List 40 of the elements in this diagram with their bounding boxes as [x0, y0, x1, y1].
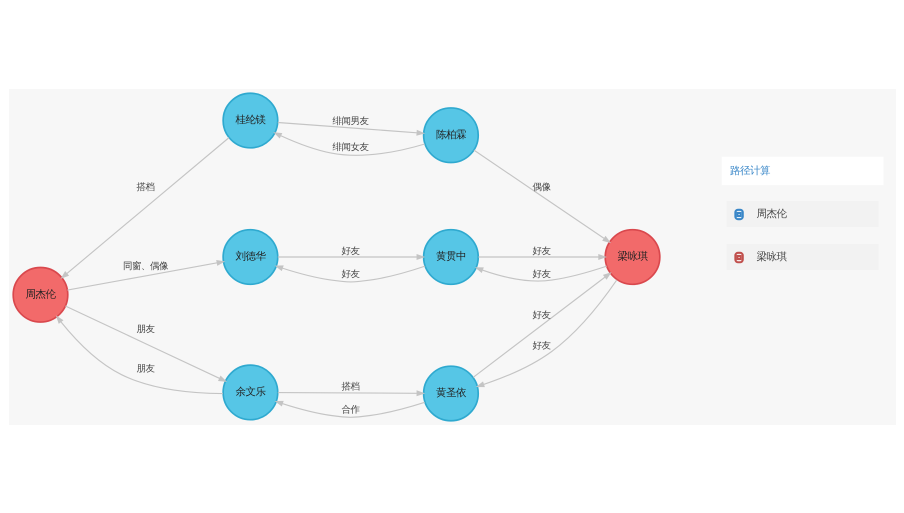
arrow: [474, 265, 606, 282]
arrow: [272, 132, 424, 156]
edge-label: 好友: [532, 246, 550, 257]
edge-label: 偶像: [532, 182, 550, 193]
edge-label: 朋友: [136, 323, 154, 334]
arrow: [478, 253, 606, 260]
arrow: [277, 121, 425, 136]
node-circle: 梁咏琪: [604, 228, 660, 285]
arrow: [274, 400, 424, 418]
node-circle: 余文乐: [222, 364, 278, 420]
edge-label: 朋友: [136, 363, 154, 374]
arrow: [60, 136, 229, 278]
legend-label: 周杰伦: [756, 208, 786, 220]
arrow: [277, 390, 425, 396]
node-circle: 桂纶镁: [222, 92, 278, 148]
edge-label: 同窗、偶像: [122, 260, 168, 272]
arrow: [66, 259, 225, 290]
arrow: [472, 272, 612, 378]
arrow: [473, 149, 611, 243]
edge-label: 好友: [532, 340, 550, 352]
arrow: [64, 304, 227, 382]
arrow: [55, 314, 222, 394]
arrow: [277, 253, 425, 260]
arrow: [475, 279, 617, 387]
edge-label: 搭档: [136, 182, 154, 193]
edge-label: 好友: [341, 246, 360, 257]
node-circle: 黄贯中: [422, 228, 479, 285]
legend-label: 梁咏琪: [756, 250, 786, 263]
label: 路径计算: [730, 164, 770, 177]
edge-label: 搭档: [341, 380, 360, 392]
node-circle: 黄圣依: [422, 364, 479, 422]
node-circle: 陈柏霖: [422, 106, 479, 163]
node-circle: 刘德华: [222, 228, 278, 285]
edge-label: 好友: [532, 310, 550, 321]
edge-label: 绯闻男友: [332, 115, 368, 126]
edge-label: 好友: [532, 268, 550, 280]
edge-label: 合作: [341, 404, 360, 416]
edge-label: 绯闻女友: [332, 142, 368, 153]
edge-label: 好友: [341, 268, 360, 280]
arrow: [274, 264, 425, 282]
